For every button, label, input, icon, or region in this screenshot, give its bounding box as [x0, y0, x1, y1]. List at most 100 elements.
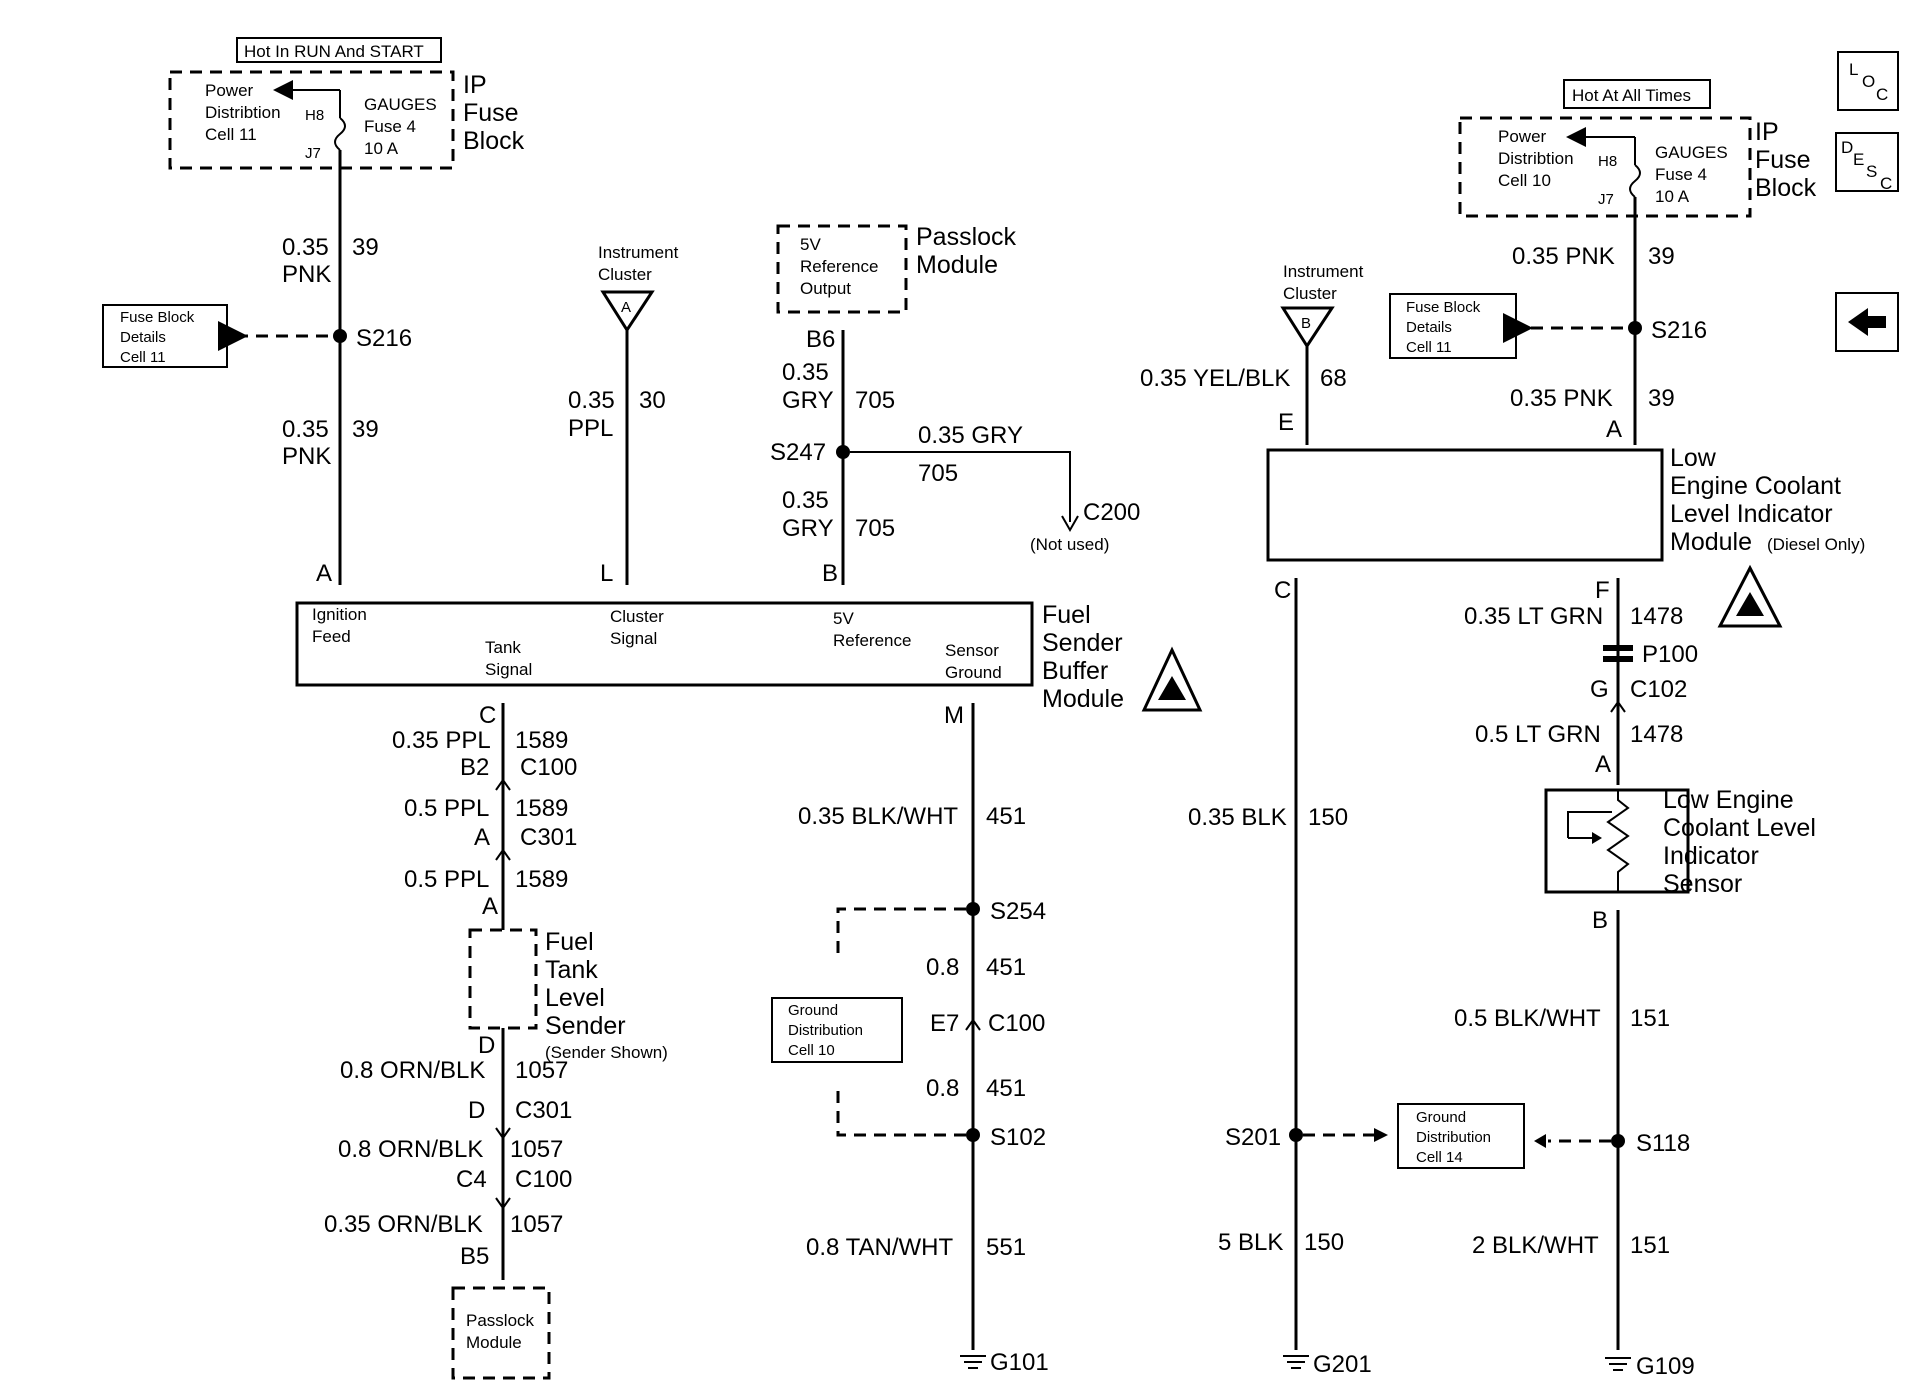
svg-text:39: 39: [352, 234, 379, 261]
svg-text:Fuel: Fuel: [1042, 601, 1091, 629]
instrument-cluster-a: Instrument Cluster A 0.35 PPL 30 L: [568, 243, 679, 587]
svg-text:Sensor: Sensor: [1663, 870, 1742, 898]
svg-text:L: L: [1849, 60, 1858, 79]
svg-text:0.5 PPL: 0.5 PPL: [404, 866, 489, 893]
sensor-signal-chain: F 0.35 LT GRN 1478 P100 G C102 0.5 LT GR…: [1464, 577, 1698, 785]
svg-text:0.35: 0.35: [782, 359, 829, 386]
svg-text:1589: 1589: [515, 795, 568, 822]
svg-text:551: 551: [986, 1234, 1026, 1261]
svg-text:Level Indicator: Level Indicator: [1670, 500, 1833, 528]
svg-text:0.35 GRY: 0.35 GRY: [918, 422, 1023, 449]
ground-distribution-cell-10[interactable]: Ground Distribution Cell 10: [771, 997, 903, 1063]
svg-text:A: A: [482, 893, 498, 920]
svg-text:0.8: 0.8: [926, 954, 959, 981]
splice-s102: [966, 1128, 980, 1142]
svg-text:A: A: [1606, 416, 1622, 443]
svg-text:S: S: [1866, 162, 1877, 181]
svg-text:C100: C100: [988, 1010, 1045, 1037]
svg-text:68: 68: [1320, 365, 1347, 392]
svg-text:Cell 10: Cell 10: [1498, 171, 1551, 190]
passlock-module-top: 5V Reference Output Passlock Module B6 0…: [770, 223, 1140, 587]
svg-text:Cell 11: Cell 11: [120, 349, 166, 366]
svg-text:0.35: 0.35: [782, 487, 829, 514]
svg-text:B2: B2: [460, 754, 489, 781]
svg-text:C: C: [1876, 85, 1888, 104]
svg-text:J7: J7: [1598, 191, 1614, 208]
fuse-icon: [1629, 164, 1641, 198]
svg-text:GAUGES: GAUGES: [364, 95, 437, 114]
svg-text:Passlock: Passlock: [466, 1311, 535, 1330]
svg-text:1589: 1589: [515, 866, 568, 893]
svg-text:Reference: Reference: [833, 631, 911, 650]
back-arrow-icon: [1848, 308, 1886, 336]
svg-text:D: D: [1841, 138, 1853, 157]
desc-button[interactable]: D E S C: [1835, 132, 1899, 193]
splice-s216: [333, 329, 347, 343]
svg-text:Cluster: Cluster: [610, 607, 664, 626]
svg-text:C301: C301: [515, 1097, 572, 1124]
svg-text:Feed: Feed: [312, 627, 351, 646]
svg-text:1057: 1057: [515, 1057, 568, 1084]
svg-text:0.5 PPL: 0.5 PPL: [404, 795, 489, 822]
svg-text:705: 705: [855, 387, 895, 414]
svg-text:C102: C102: [1630, 676, 1687, 703]
svg-text:Module: Module: [466, 1333, 522, 1352]
svg-text:5 BLK: 5 BLK: [1218, 1229, 1283, 1256]
svg-text:B6: B6: [806, 326, 835, 353]
svg-text:Passlock: Passlock: [916, 223, 1017, 251]
svg-text:Fuse: Fuse: [1755, 146, 1811, 174]
svg-text:Tank: Tank: [485, 638, 521, 657]
svg-text:Block: Block: [1755, 174, 1817, 202]
right-fuse-block-details[interactable]: Fuse Block Details Cell 11: [1389, 293, 1517, 359]
svg-text:J7: J7: [305, 145, 321, 162]
svg-text:L: L: [600, 560, 613, 587]
svg-text:Fuel: Fuel: [545, 928, 594, 956]
loc-button[interactable]: L O C: [1837, 51, 1899, 111]
svg-text:Fuse 4: Fuse 4: [364, 117, 416, 136]
svg-text:Cluster: Cluster: [1283, 284, 1337, 303]
svg-text:B5: B5: [460, 1243, 489, 1270]
svg-text:0.8 ORN/BLK: 0.8 ORN/BLK: [338, 1136, 483, 1163]
svg-text:G201: G201: [1313, 1351, 1372, 1378]
svg-text:Cluster: Cluster: [598, 265, 652, 284]
svg-text:(Diesel Only): (Diesel Only): [1767, 535, 1865, 554]
svg-text:Instrument: Instrument: [598, 243, 679, 262]
left-fuse-block-details[interactable]: Fuse Block Details Cell 11: [102, 304, 228, 368]
back-button[interactable]: [1835, 292, 1899, 352]
instrument-cluster-b: Instrument Cluster B 0.35 YEL/BLK 68 E: [1140, 262, 1364, 445]
left-feed-wire: 0.35 PNK 39 S216 0.35 PNK 39 A: [218, 150, 412, 587]
svg-text:151: 151: [1630, 1005, 1670, 1032]
svg-text:Level: Level: [545, 984, 605, 1012]
svg-text:A: A: [474, 824, 490, 851]
svg-text:Buffer: Buffer: [1042, 657, 1108, 685]
svg-text:Signal: Signal: [485, 660, 532, 679]
svg-text:(Sender Shown): (Sender Shown): [545, 1043, 668, 1062]
svg-text:A: A: [316, 560, 332, 587]
svg-text:Instrument: Instrument: [1283, 262, 1364, 281]
svg-text:Distribution: Distribution: [788, 1022, 863, 1039]
svg-text:0.8 ORN/BLK: 0.8 ORN/BLK: [340, 1057, 485, 1084]
svg-text:0.35: 0.35: [568, 387, 615, 414]
svg-text:Ignition: Ignition: [312, 605, 367, 624]
svg-text:0.5 BLK/WHT: 0.5 BLK/WHT: [1454, 1005, 1601, 1032]
svg-text:E7: E7: [930, 1010, 959, 1037]
fuel-sender-buffer-module: Ignition Feed Tank Signal Cluster Signal…: [295, 601, 1203, 713]
svg-text:0.35 ORN/BLK: 0.35 ORN/BLK: [324, 1211, 483, 1238]
sensor-ground-chain-right: B 0.5 BLK/WHT 151 S118 2 BLK/WHT 151 G10…: [1454, 907, 1695, 1380]
svg-text:A: A: [1595, 751, 1611, 778]
svg-text:Cell 11: Cell 11: [1406, 339, 1452, 356]
svg-text:Details: Details: [120, 329, 166, 346]
svg-text:Fuse Block: Fuse Block: [1406, 299, 1481, 316]
svg-text:C: C: [479, 702, 496, 729]
ground-distribution-cell-14[interactable]: Ground Distribution Cell 14: [1397, 1103, 1525, 1169]
svg-text:A: A: [621, 299, 631, 316]
splice-s254: [966, 902, 980, 916]
svg-text:P100: P100: [1642, 641, 1698, 668]
svg-text:Details: Details: [1406, 319, 1452, 336]
svg-text:Distribution: Distribution: [1416, 1129, 1491, 1146]
svg-text:C100: C100: [515, 1166, 572, 1193]
svg-text:30: 30: [639, 387, 666, 414]
svg-text:1478: 1478: [1630, 721, 1683, 748]
svg-text:5V: 5V: [833, 609, 854, 628]
